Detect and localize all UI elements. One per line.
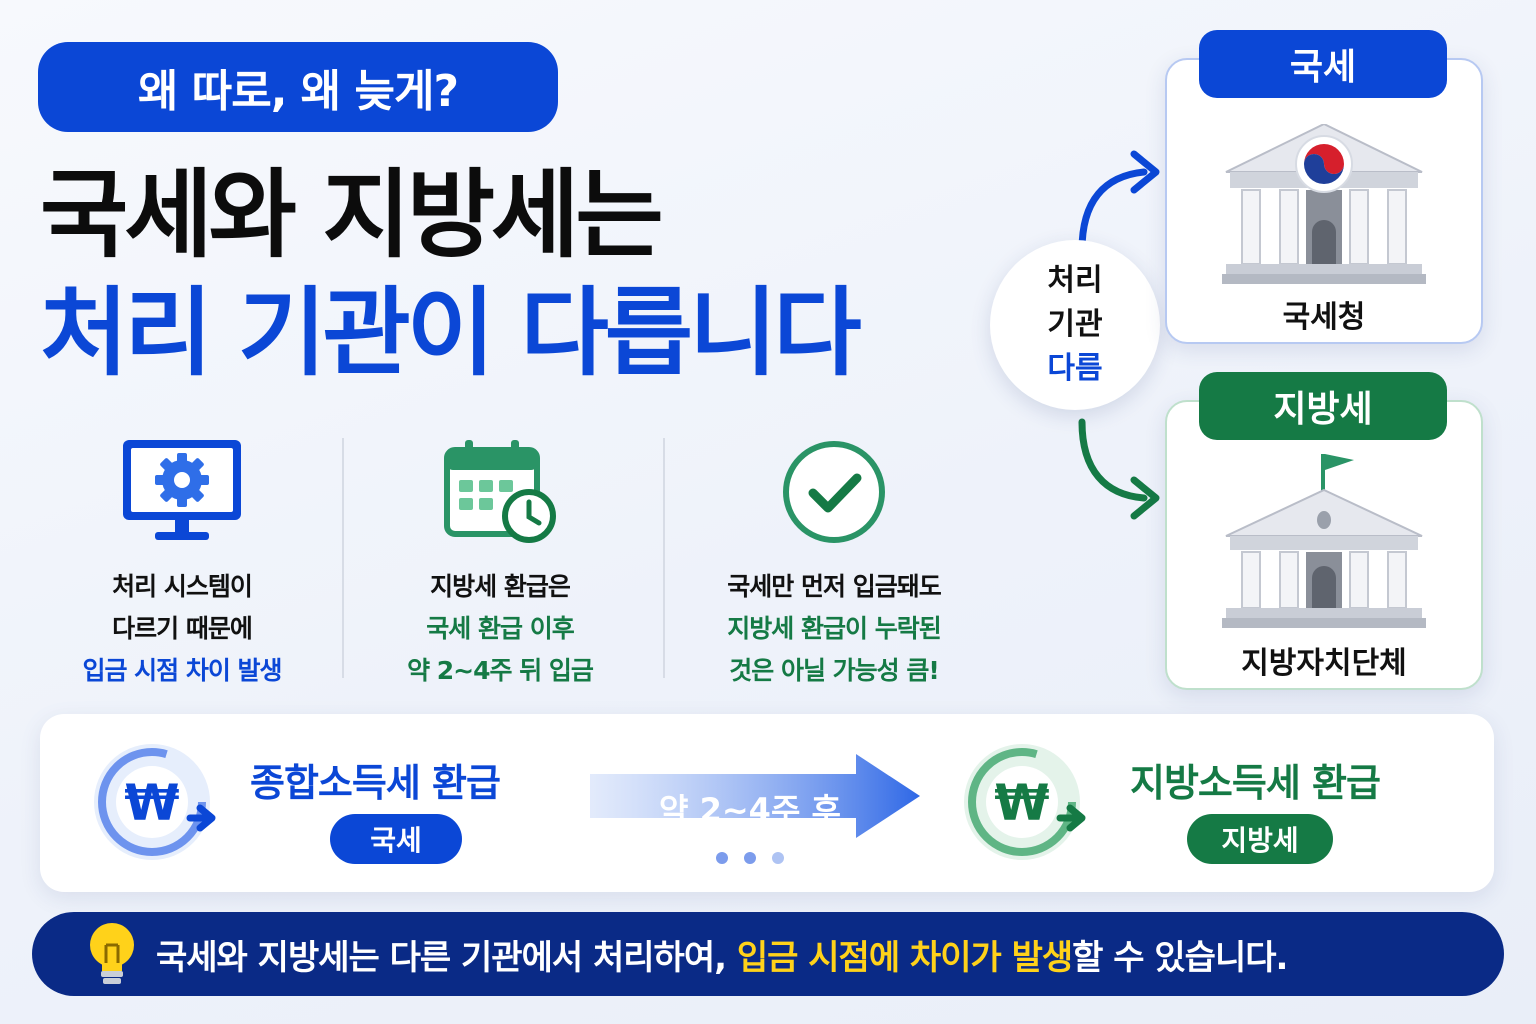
divider: [342, 438, 344, 678]
headline-line1: 국세와 지방세는: [40, 159, 664, 271]
feature-reassurance: 국세만 먼저 입금돼도 지방세 환급이 누락된 것은 아닐 가능성 큼!: [684, 432, 984, 685]
won-refund-icon-green: ₩: [964, 744, 1086, 860]
feature-system: 처리 시스템이 다르기 때문에 입금 시점 차이 발생: [32, 432, 332, 685]
processing-differs-circle: 처리 기관 다름: [990, 240, 1160, 410]
feature-schedule: 지방세 환급은 국세 환급 이후 약 2~4주 뒤 입금: [350, 432, 650, 685]
check-circle-icon: [783, 441, 885, 543]
headline-line2: 처리 기관이 다릅니다: [40, 277, 862, 389]
national-tax-header: 국세: [1199, 30, 1447, 98]
summary-banner: 국세와 지방세는 다른 기관에서 처리하여, 입금 시점에 차이가 발생할 수 …: [32, 912, 1504, 996]
flow-right-pill: 지방세: [1187, 814, 1333, 864]
won-refund-icon-blue: ₩: [94, 744, 216, 860]
banner-text: 국세와 지방세는 다른 기관에서 처리하여, 입금 시점에 차이가 발생할 수 …: [156, 930, 1288, 979]
feature-line-highlight: 지방세 환급이 누락된: [727, 614, 941, 643]
center-line1: 처리: [1047, 263, 1103, 298]
monitor-gear-icon: [123, 440, 241, 540]
calendar-clock-icon: [444, 440, 556, 543]
flow-arrow: [590, 754, 920, 838]
top-tag: 왜 따로, 왜 늦게?: [38, 42, 558, 132]
feature-line: 처리 시스템이: [112, 572, 253, 601]
feature-line-highlight: 것은 아닐 가능성 큼!: [729, 656, 940, 685]
center-line3: 다름: [1047, 351, 1103, 386]
municipal-building-flag-icon: [1222, 454, 1426, 628]
feature-line-highlight: 약 2~4주 뒤 입금: [407, 656, 594, 685]
government-building-icon: [1222, 124, 1426, 284]
feature-line: 국세만 먼저 입금돼도: [727, 572, 941, 601]
feature-line: 지방세 환급은: [430, 572, 571, 601]
center-line2: 기관: [1047, 307, 1103, 342]
flow-left-title: 종합소득세 환급: [250, 761, 501, 805]
progress-dots: [716, 852, 784, 864]
banner-text-part2: 할 수 있습니다.: [1072, 937, 1288, 978]
feature-line-highlight: 입금 시점 차이 발생: [82, 656, 282, 685]
flow-right-title: 지방소득세 환급: [1130, 761, 1381, 805]
divider: [663, 438, 665, 678]
feature-line-highlight: 국세 환급 이후: [426, 614, 574, 643]
svg-text:₩: ₩: [994, 774, 1049, 832]
lightbulb-icon: [90, 923, 134, 984]
national-tax-agency-label: 국세청: [1282, 300, 1366, 335]
flow-left-pill: 국세: [330, 814, 462, 864]
banner-text-highlight: 입금 시점에 차이가 발생: [736, 937, 1073, 978]
branch-arrows: [1078, 150, 1160, 520]
local-government-label: 지방자치단체: [1241, 646, 1407, 681]
feature-line: 다르기 때문에: [112, 614, 253, 643]
banner-text-part1: 국세와 지방세는 다른 기관에서 처리하여,: [156, 937, 737, 978]
svg-text:₩: ₩: [124, 774, 179, 832]
flow-arrow-label: 약 2~4주 후: [659, 791, 841, 829]
local-tax-header: 지방세: [1199, 372, 1447, 440]
